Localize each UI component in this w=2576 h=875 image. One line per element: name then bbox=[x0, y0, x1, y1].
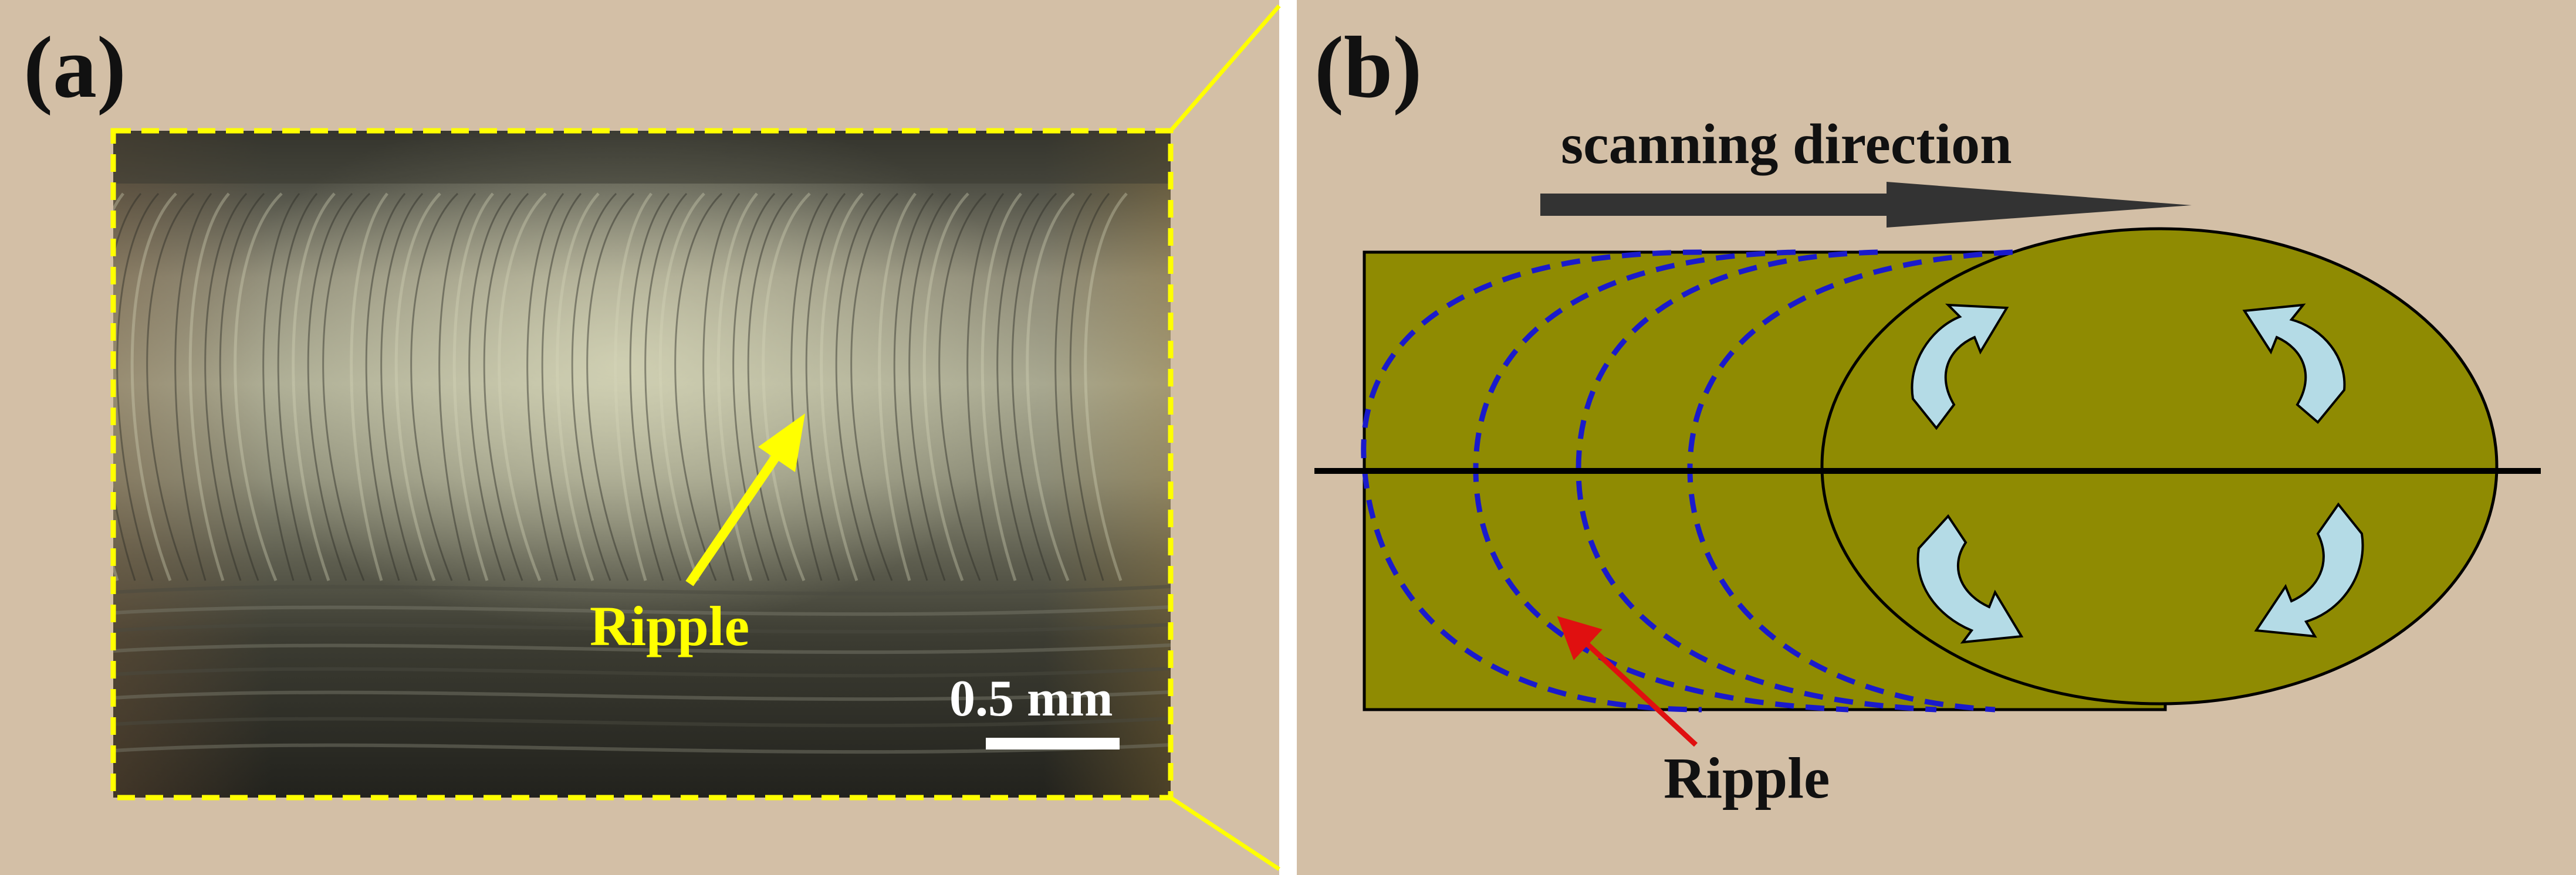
ripple-texture-arc bbox=[908, 192, 952, 581]
ripple-texture-arc bbox=[674, 192, 723, 581]
ripple-texture-arc bbox=[130, 192, 177, 581]
ripple-texture-arc bbox=[629, 193, 670, 581]
right-arrow-icon bbox=[1540, 182, 2192, 228]
ripple-texture-arc bbox=[452, 192, 494, 581]
ripple-texture-arc bbox=[820, 192, 864, 581]
ripple-texture-arc bbox=[1069, 193, 1110, 581]
curved-arrow-icon bbox=[2254, 502, 2364, 638]
ripple-arc-3 bbox=[1576, 249, 1937, 713]
ripple-texture-arc bbox=[732, 192, 776, 581]
ripple-texture-arc bbox=[571, 192, 617, 581]
ripple-texture-arc bbox=[541, 193, 582, 581]
melt-pool bbox=[1820, 227, 2499, 706]
curved-arrow-icon bbox=[1911, 303, 2009, 430]
ripple-texture-arc bbox=[614, 192, 653, 581]
ripple-texture-arc bbox=[262, 193, 300, 581]
ripple-texture-arc bbox=[498, 192, 547, 581]
ripple-texture-arc bbox=[365, 193, 406, 581]
ripple-texture-arc bbox=[966, 193, 1005, 581]
ripple-texture-arc bbox=[438, 193, 476, 581]
ripple-texture-arc bbox=[219, 192, 265, 581]
ripple-texture-arc bbox=[702, 193, 741, 581]
ripple-texture-arc bbox=[410, 192, 459, 581]
ripple-label-a: Ripple bbox=[590, 595, 749, 657]
photo-top-band bbox=[113, 131, 1171, 184]
panel-a-label: (a) bbox=[23, 19, 126, 116]
weld-photo bbox=[113, 131, 1171, 798]
streak-texture-line bbox=[113, 667, 1171, 678]
ripple-texture-arc bbox=[322, 192, 371, 581]
ripple-texture-arc bbox=[380, 192, 424, 581]
ripple-texture-arc bbox=[790, 193, 829, 581]
streak-texture-line bbox=[113, 605, 1171, 616]
streak-texture bbox=[113, 131, 1171, 754]
ripple-texture-arc bbox=[893, 193, 934, 581]
ripple-texture-arc bbox=[835, 192, 881, 581]
ripple-texture-arc bbox=[174, 193, 212, 581]
ripple-texture-arc bbox=[1026, 192, 1075, 581]
scale-bar-label: 0.5 mm bbox=[949, 670, 1113, 727]
ripple-texture-arc bbox=[468, 192, 512, 581]
ripple-texture-arc bbox=[644, 192, 688, 581]
ripple-texture-arc bbox=[996, 192, 1040, 581]
ripple-texture-arc bbox=[188, 192, 230, 581]
ripple-texture-arc bbox=[981, 192, 1022, 581]
ripple-texture-arc bbox=[204, 192, 248, 581]
ripple-texture-arc bbox=[878, 192, 917, 581]
panel-divider bbox=[1279, 0, 1297, 875]
ripple-texture-arc bbox=[938, 192, 987, 581]
ripple-texture-arc bbox=[277, 193, 318, 581]
ripple-texture-arc bbox=[113, 193, 142, 581]
ripple-pointer-yellow-head bbox=[758, 413, 805, 472]
streak-texture-line bbox=[113, 623, 1171, 634]
ripple-label-b: Ripple bbox=[1664, 745, 1830, 810]
curved-arrow-icon bbox=[1916, 514, 2024, 644]
scale-bar bbox=[986, 738, 1120, 749]
streak-texture-line bbox=[113, 585, 1171, 596]
ripple-texture-arc bbox=[146, 192, 195, 581]
panel-b-label: (b) bbox=[1314, 19, 1422, 116]
ripple-texture-arc bbox=[116, 192, 160, 581]
ripple-texture-arc bbox=[922, 192, 969, 581]
ripple-texture-arc bbox=[307, 192, 353, 581]
ripple-texture-arc bbox=[1084, 192, 1128, 581]
streak-texture-line bbox=[113, 717, 1171, 728]
ripple-texture-arc bbox=[234, 192, 283, 581]
ripple-texture-arc bbox=[1011, 192, 1057, 581]
ripple-texture-arc bbox=[526, 193, 564, 581]
streak-texture-line bbox=[113, 690, 1171, 701]
ripple-texture-arc bbox=[292, 192, 336, 581]
ripple-texture-arc bbox=[850, 192, 899, 581]
ripple-texture-arc bbox=[350, 192, 388, 581]
ripple-texture-arc bbox=[556, 192, 600, 581]
ripple-texture-arc bbox=[762, 192, 811, 581]
ripple-texture-arc bbox=[483, 192, 529, 581]
ripple-texture bbox=[113, 192, 1128, 581]
streak-texture-line bbox=[113, 643, 1171, 654]
ripple-texture-arc bbox=[394, 192, 441, 581]
ripple-pointer-red bbox=[1557, 616, 1698, 747]
zoom-line-bottom bbox=[1169, 796, 1280, 871]
ripple-texture-arc bbox=[747, 192, 793, 581]
ripple-texture-arc bbox=[586, 192, 635, 581]
streak-texture-line bbox=[113, 743, 1171, 754]
zoom-frame bbox=[110, 128, 1174, 801]
ripple-texture-arc bbox=[805, 193, 846, 581]
ripple-pointer-yellow bbox=[685, 443, 787, 586]
curved-arrow-icon bbox=[2242, 303, 2346, 424]
ripple-texture-arc bbox=[1054, 193, 1093, 581]
ripple-texture-arc bbox=[658, 192, 705, 581]
direction-label: scanning direction bbox=[1561, 113, 2012, 176]
zoom-line-top bbox=[1169, 4, 1281, 133]
